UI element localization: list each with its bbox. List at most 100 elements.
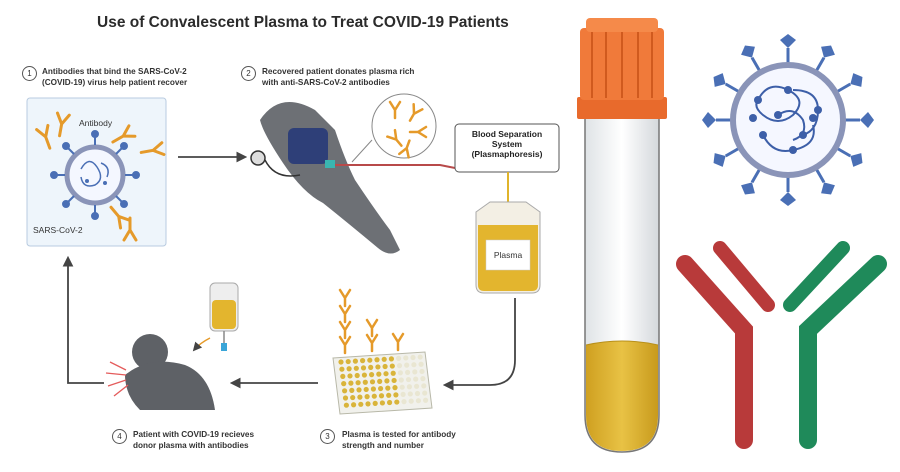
plate-well <box>376 371 382 377</box>
plate-well <box>353 365 359 371</box>
plasma-bag <box>475 201 541 294</box>
plate-well <box>403 355 409 361</box>
large-antibody-icon <box>676 241 887 449</box>
plate-well <box>410 354 416 361</box>
plate-well <box>383 371 389 377</box>
arrow-step4-to-step1 <box>62 255 104 384</box>
plasma-bag-label: Plasma <box>493 250 523 260</box>
plate-well <box>419 368 425 375</box>
plate-well <box>371 393 377 399</box>
page-title: Use of Convalescent Plasma to Treat COVI… <box>97 14 509 31</box>
tube-plasma <box>586 341 658 451</box>
plate-well <box>404 362 410 368</box>
separation-line2: System <box>491 139 523 149</box>
plate-well <box>422 390 428 396</box>
blood-tube <box>335 164 456 169</box>
plate-well <box>414 383 420 389</box>
plate-well <box>399 384 405 390</box>
plate-well <box>345 358 351 365</box>
plate-well <box>400 391 406 397</box>
virus-label: SARS-CoV-2 <box>33 225 83 235</box>
separation-label: Blood Separation System (Plasmaphoresis) <box>455 129 559 159</box>
plate-well <box>396 363 403 369</box>
plate-well <box>397 370 403 376</box>
gauge-icon <box>250 150 266 166</box>
plate-well <box>352 358 358 364</box>
plate-well <box>367 357 373 363</box>
step-1-text: Antibodies that bind the SARS-CoV-2 (COV… <box>42 66 187 88</box>
plate-well <box>393 392 399 398</box>
plate-well <box>369 372 375 378</box>
plate-well <box>398 377 404 383</box>
plate-well <box>420 376 426 382</box>
plate-well <box>421 383 427 389</box>
tube-cap <box>577 18 667 119</box>
step-1-line1: Antibodies that bind the SARS-CoV-2 <box>42 67 187 76</box>
iv-bag <box>209 282 239 351</box>
plate-well <box>389 363 395 369</box>
step-2-line1: Recovered patient donates plasma rich <box>262 67 415 76</box>
plate-well <box>370 386 376 392</box>
step-4-line1: Patient with COVID-19 recieves <box>133 430 255 439</box>
plate-well <box>407 391 413 397</box>
plate-well <box>356 387 362 393</box>
plate-well <box>384 378 390 384</box>
plate-well <box>387 399 393 406</box>
plate-well <box>349 387 355 393</box>
plate-well <box>412 369 418 375</box>
small-virus-icon <box>50 130 140 220</box>
magnified-antibody-icons <box>386 100 428 159</box>
plate-well <box>394 399 400 405</box>
arrow-step2-to-step3 <box>442 298 516 391</box>
plate-well <box>350 394 356 401</box>
separation-line1: Blood Separation <box>471 129 543 139</box>
plate-well <box>362 379 368 385</box>
step-1-line2: (COVID-19) virus help patient recover <box>42 78 188 87</box>
plate-well <box>418 361 424 367</box>
plate-well <box>338 359 344 365</box>
antibody-icons <box>35 111 166 242</box>
step-3-number: 3 <box>320 429 335 444</box>
plate-well <box>375 364 381 370</box>
plate-well <box>368 364 374 370</box>
plate-well <box>372 400 378 406</box>
step-4-text: Patient with COVID-19 recieves donor pla… <box>133 429 254 451</box>
donor-arm-illustration <box>250 102 400 254</box>
step-2-line2: with anti-SARS-CoV-2 antibodies <box>262 78 390 87</box>
plate-well <box>363 386 369 393</box>
plate-well <box>381 356 387 362</box>
plate-well <box>385 385 391 391</box>
plate-wells <box>338 354 429 408</box>
plate-well <box>340 373 346 379</box>
plate-well <box>386 392 392 398</box>
plate-well <box>357 394 363 400</box>
plate-well <box>382 363 388 370</box>
step-3-line1: Plasma is tested for antibody <box>342 430 456 439</box>
cough-lines <box>105 361 129 397</box>
plate-well <box>388 356 394 362</box>
test-antibody-icons <box>338 288 405 355</box>
plate-well <box>414 390 421 397</box>
plate-well <box>342 388 348 394</box>
plate-well <box>339 366 345 372</box>
plate-well <box>411 362 417 368</box>
plate-well <box>392 385 398 391</box>
plate-well <box>341 381 347 387</box>
plate-well <box>391 377 397 384</box>
plate-well <box>364 394 370 400</box>
plate-well <box>346 366 352 372</box>
plate-well <box>378 393 385 399</box>
virus-spikes <box>702 34 874 206</box>
step-3-line2: strength and number <box>342 441 424 450</box>
sick-patient-silhouette <box>125 334 215 410</box>
step-2-number: 2 <box>241 66 256 81</box>
step-4-line2: donor plasma with antibodies <box>133 441 249 450</box>
plate-well <box>378 385 384 392</box>
step-2-text: Recovered patient donates plasma rich wi… <box>262 66 414 88</box>
plate-well <box>406 384 412 390</box>
plate-well <box>358 401 364 407</box>
plate-well <box>405 369 411 375</box>
plate-well <box>361 372 367 378</box>
